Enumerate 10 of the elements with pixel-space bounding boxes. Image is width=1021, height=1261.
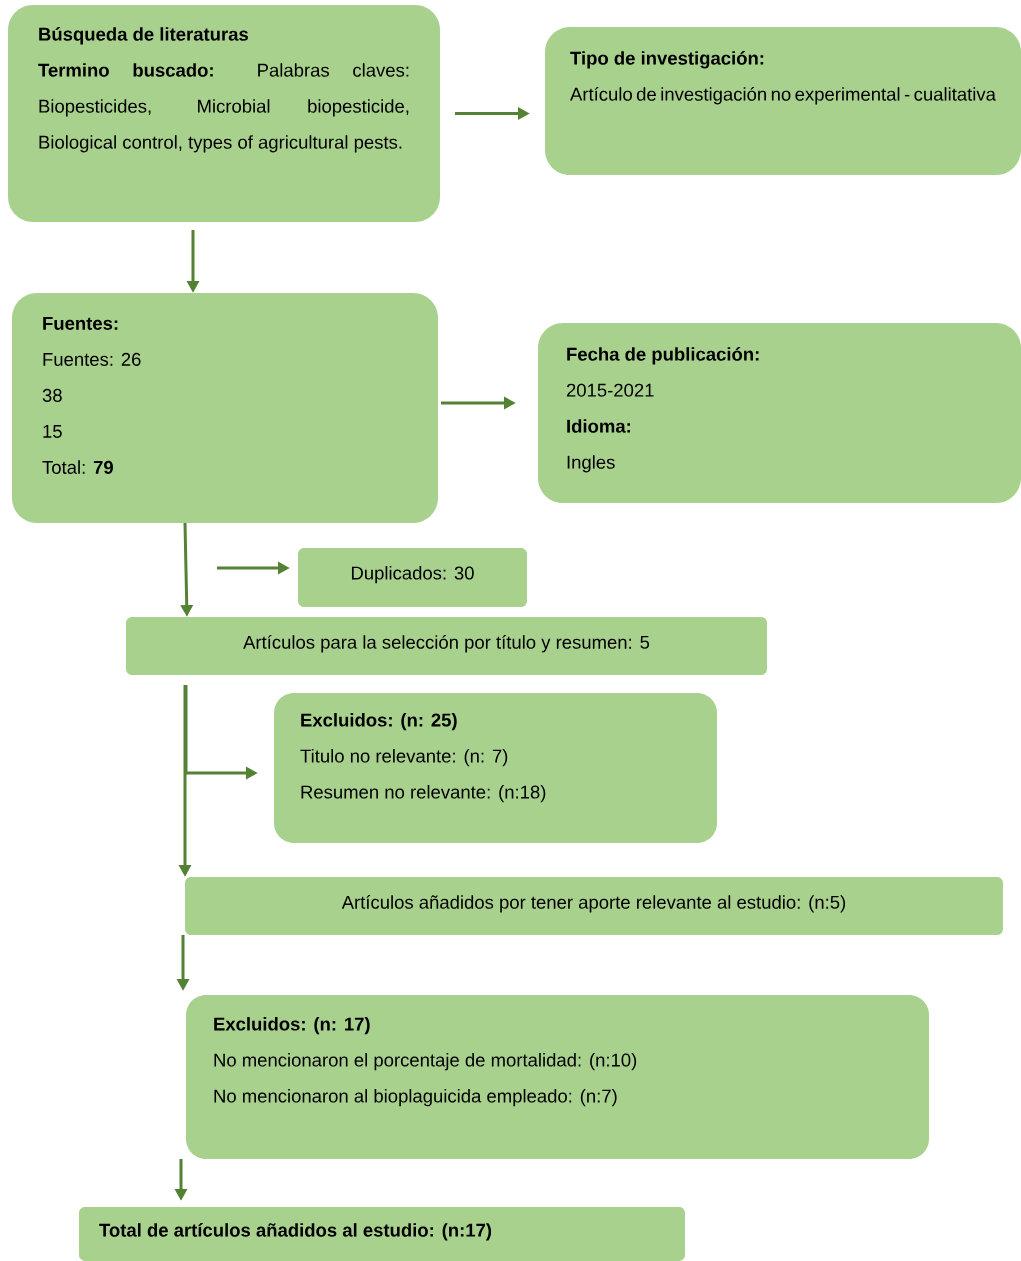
process-box: Excluidos: (n: 25) Titulo no relevante: (n: 7) Resumen no relevante: (n:18) bbox=[274, 693, 717, 843]
process-box: Tipo de investigación: Artículo de investigación no experimental - cualitativa bbox=[545, 27, 1021, 175]
process-box: Excluidos: (n: 17) No mencionaron el porcentaje de mortalidad: (n:10) No mencionaron al bioplaguicida empleado: (n:7) bbox=[186, 995, 929, 1159]
process-box: Total de artículos añadidos al estudio: (n:17) bbox=[79, 1207, 685, 1261]
process-box: Fecha de publicación: 2015-2021 Idioma: Ingles bbox=[538, 323, 1021, 503]
process-box: Artículos añadidos por tener aporte relevante al estudio: (n:5) bbox=[185, 877, 1003, 935]
process-box: Artículos para la selección por título y resumen: 5 bbox=[126, 617, 767, 675]
process-box: Fuentes: Fuentes: 26 38 15 Total: 79 bbox=[12, 293, 438, 523]
process-box: Duplicados: 30 bbox=[298, 548, 527, 607]
process-box: Búsqueda de literaturas Termino buscado: Palabras claves: Biopesticides, Microbial biopesticide, Biological control, types of agricultural pests. bbox=[8, 5, 440, 222]
